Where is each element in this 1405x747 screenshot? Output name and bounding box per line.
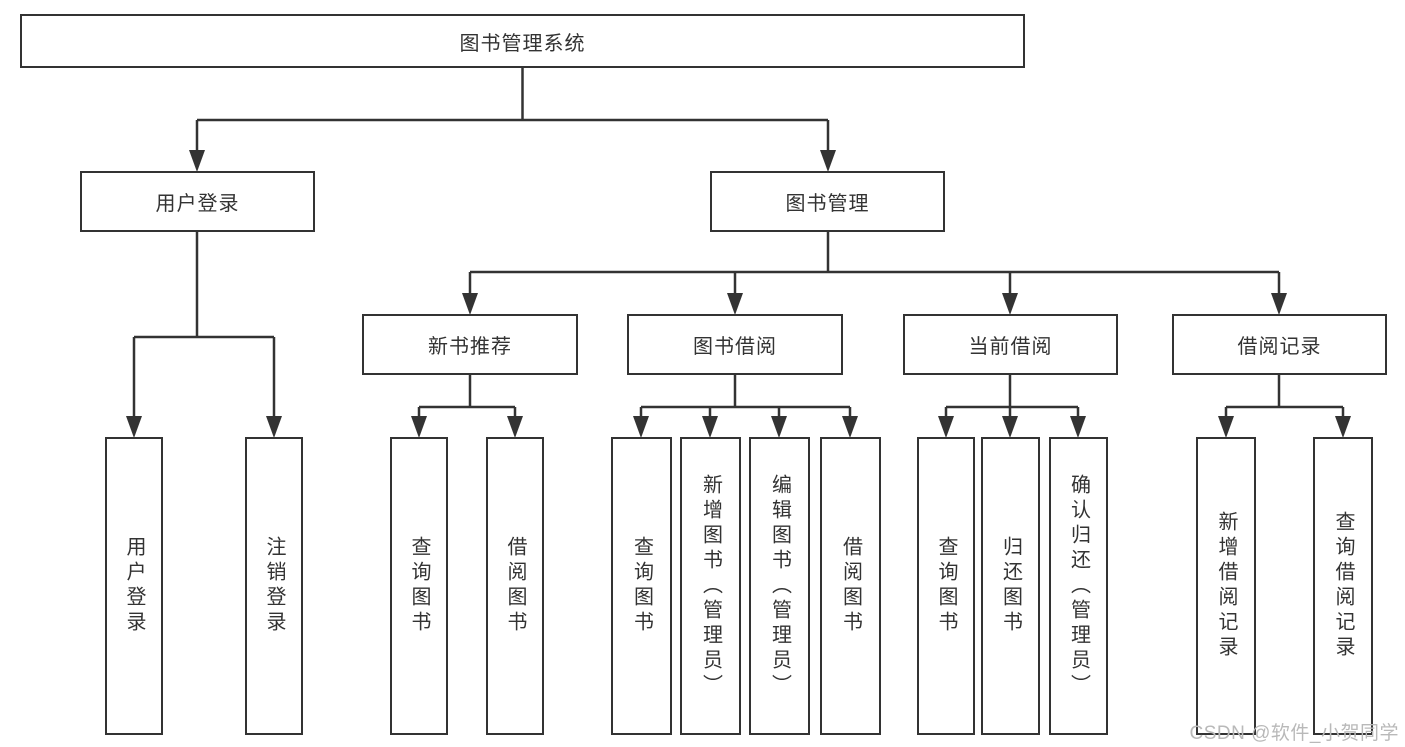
node-borrowing-records: 借阅记录	[1172, 314, 1387, 375]
leaf-confirm-return-admin-label: 确认归还（管理员）	[1067, 473, 1090, 699]
leaf-borrow-books-recommend-label: 借阅图书	[504, 536, 526, 636]
node-book-management: 图书管理	[710, 171, 945, 232]
leaf-user-login: 用户登录	[105, 437, 163, 735]
leaf-query-borrow-record: 查询借阅记录	[1313, 437, 1373, 735]
leaf-add-books-admin: 新增图书（管理员）	[680, 437, 741, 735]
node-current-borrowing-label: 当前借阅	[968, 336, 1053, 358]
node-book-borrowing: 图书借阅	[627, 314, 843, 375]
leaf-edit-books-admin-label: 编辑图书（管理员）	[768, 473, 791, 699]
leaf-borrow-books-label: 借阅图书	[839, 536, 862, 636]
leaf-return-books: 归还图书	[981, 437, 1040, 735]
leaf-query-books-recommend-label: 查询图书	[408, 536, 430, 636]
leaf-add-borrow-record: 新增借阅记录	[1196, 437, 1256, 735]
leaf-borrow-books: 借阅图书	[820, 437, 881, 735]
node-book-management-label: 图书管理	[785, 193, 870, 215]
leaf-logout: 注销登录	[245, 437, 303, 735]
leaf-query-borrow-record-label: 查询借阅记录	[1332, 511, 1354, 661]
leaf-edit-books-admin: 编辑图书（管理员）	[749, 437, 810, 735]
node-new-book-recommendation-label: 新书推荐	[428, 336, 512, 358]
leaf-borrow-books-recommend: 借阅图书	[486, 437, 544, 735]
leaf-return-books-label: 归还图书	[999, 536, 1022, 636]
csdn-watermark: CSDN @软件_小贺同学	[1189, 723, 1399, 744]
node-current-borrowing: 当前借阅	[903, 314, 1118, 375]
leaf-query-books-borrowing-label: 查询图书	[630, 536, 653, 636]
node-library-system-label: 图书管理系统	[459, 32, 586, 55]
leaf-user-login-label: 用户登录	[123, 536, 145, 636]
leaf-query-books-current-label: 查询图书	[935, 536, 957, 636]
node-borrowing-records-label: 借阅记录	[1237, 336, 1322, 358]
node-new-book-recommendation: 新书推荐	[362, 314, 578, 375]
node-user-login-label: 用户登录	[155, 193, 240, 215]
leaf-add-borrow-record-label: 新增借阅记录	[1215, 511, 1237, 661]
leaf-query-books-borrowing: 查询图书	[611, 437, 672, 735]
leaf-query-books-current: 查询图书	[917, 437, 975, 735]
leaf-confirm-return-admin: 确认归还（管理员）	[1049, 437, 1108, 735]
node-user-login: 用户登录	[80, 171, 315, 232]
leaf-logout-label: 注销登录	[263, 536, 285, 636]
node-book-borrowing-label: 图书借阅	[693, 336, 777, 358]
leaf-query-books-recommend: 查询图书	[390, 437, 448, 735]
node-library-system: 图书管理系统	[20, 14, 1025, 68]
leaf-add-books-admin-label: 新增图书（管理员）	[699, 473, 722, 699]
